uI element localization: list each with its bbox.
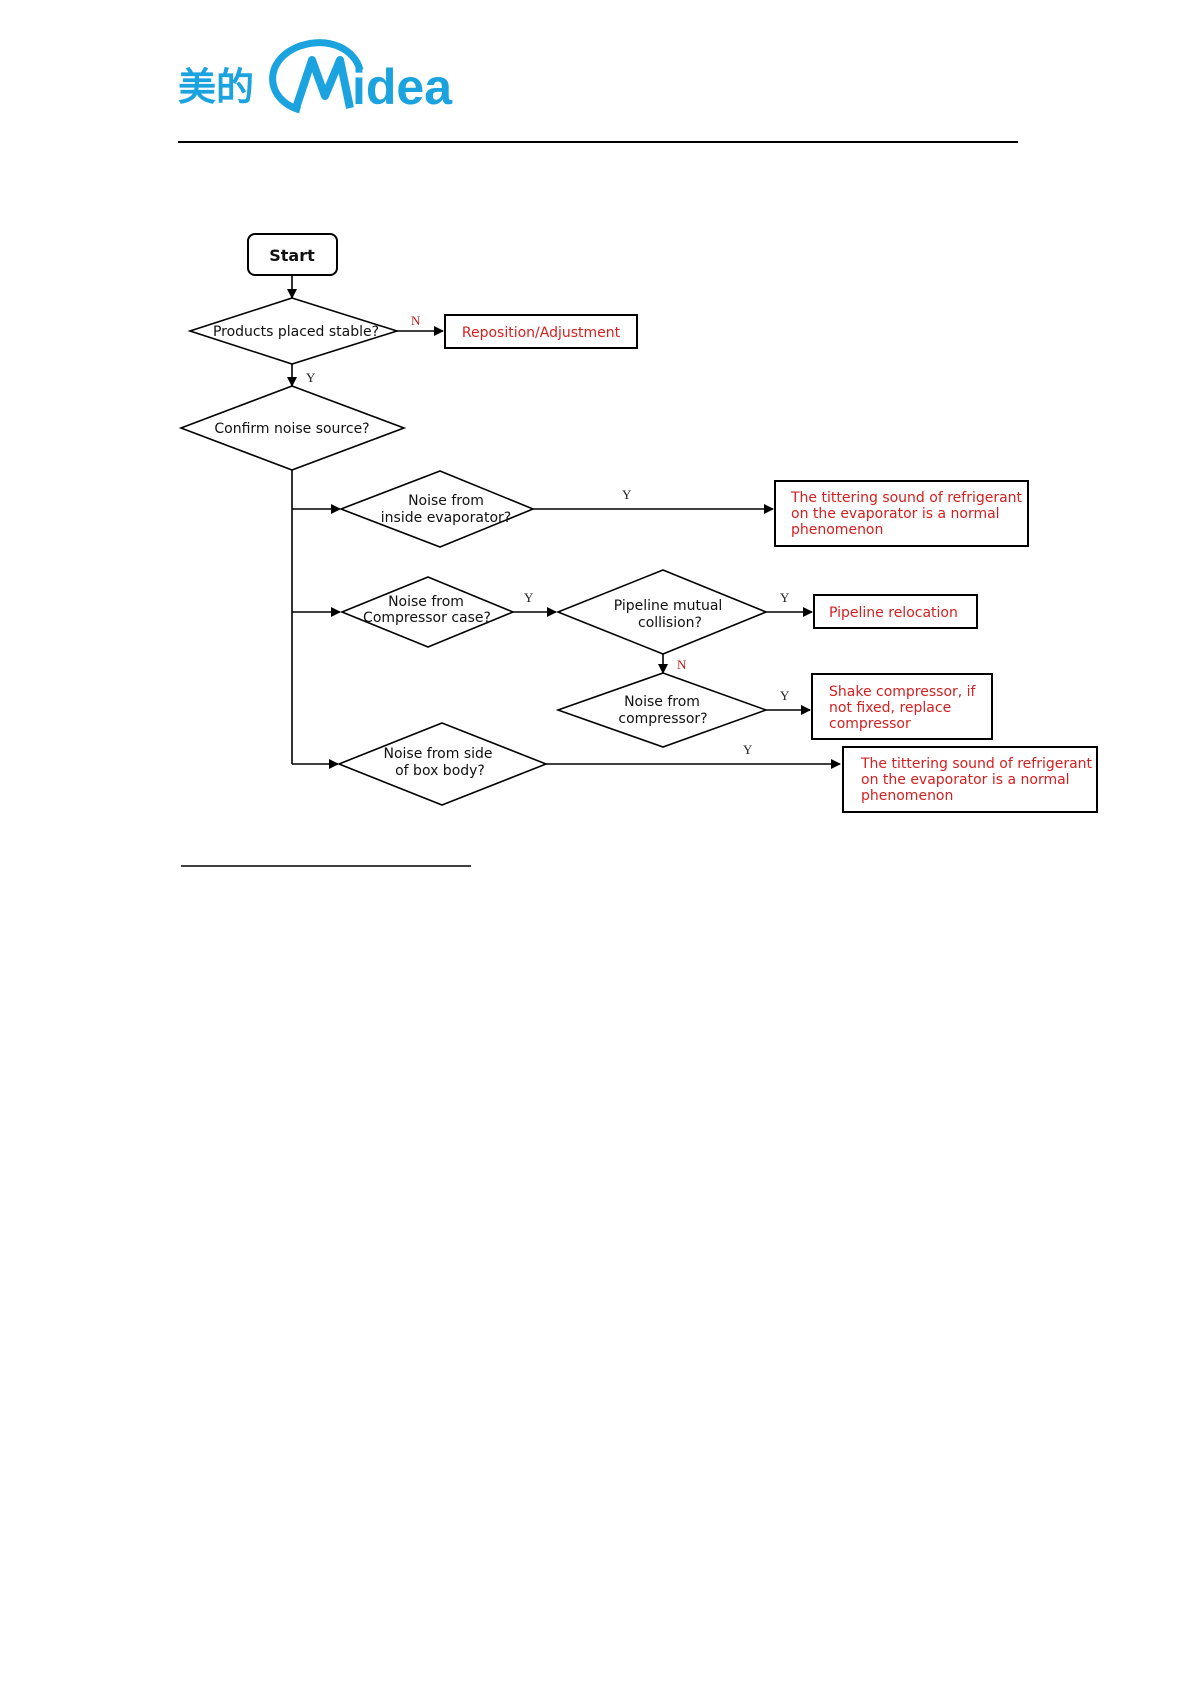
label-n-pipeline: N: [677, 657, 687, 672]
decision-pipeline-line1: Pipeline mutual: [614, 598, 723, 614]
result-box-normal: The tittering sound of refrigerant on th…: [842, 746, 1098, 813]
result-pipeline-relocation: Pipeline relocation: [813, 594, 978, 629]
result-pipeline-label: Pipeline relocation: [829, 605, 958, 621]
decision-confirm-source-label: Confirm noise source?: [214, 421, 369, 437]
decision-inside-evaporator-line2: inside evaporator?: [381, 510, 511, 526]
label-y-stable: Y: [306, 370, 316, 385]
result-evaporator-line1: The tittering sound of refrigerant: [790, 490, 1023, 506]
decision-noise-compressor: Noise from compressor?: [555, 672, 769, 748]
logo-chinese-text: 美的: [178, 65, 254, 109]
label-y-box: Y: [743, 742, 753, 757]
decision-compressor-case-line1: Noise from: [388, 594, 464, 610]
result-box-line2: on the evaporator is a normal: [861, 772, 1070, 788]
decision-noise-compressor-line2: compressor?: [618, 711, 707, 727]
decision-compressor-case: Noise from Compressor case?: [339, 576, 516, 648]
decision-products-stable: Products placed stable?: [187, 297, 400, 365]
result-evaporator-normal: The tittering sound of refrigerant on th…: [774, 480, 1029, 547]
decision-compressor-case-line2: Compressor case?: [363, 610, 491, 626]
result-evaporator-line2: on the evaporator is a normal: [791, 506, 1000, 522]
result-reposition: Reposition/Adjustment: [444, 314, 638, 349]
result-box-line3: phenomenon: [861, 788, 953, 804]
start-node: Start: [247, 233, 338, 276]
decision-products-stable-label: Products placed stable?: [213, 324, 379, 340]
decision-noise-compressor-line1: Noise from: [624, 694, 700, 710]
logo-m-mark: [269, 39, 364, 114]
decision-confirm-source: Confirm noise source?: [178, 385, 407, 471]
result-reposition-label: Reposition/Adjustment: [462, 325, 621, 341]
decision-pipeline-line2: collision?: [638, 615, 702, 631]
midea-logo: 美的 idea: [178, 39, 453, 115]
label-n-stable: N: [411, 313, 421, 328]
result-shake-line1: Shake compressor, if: [829, 684, 977, 700]
result-evaporator-line3: phenomenon: [791, 522, 883, 538]
decision-inside-evaporator-line1: Noise from: [408, 493, 484, 509]
decision-inside-evaporator: Noise from inside evaporator?: [338, 470, 536, 548]
result-shake-line2: not fixed, replace: [829, 700, 951, 716]
result-shake-compressor: Shake compressor, if not fixed, replace …: [811, 673, 993, 740]
decision-box-body-line1: Noise from side: [384, 746, 493, 762]
start-label: Start: [269, 246, 315, 265]
label-y-evaporator: Y: [622, 487, 632, 502]
result-box-line1: The tittering sound of refrigerant: [860, 756, 1093, 772]
result-shake-line3: compressor: [829, 716, 911, 732]
label-y-compressor-case: Y: [524, 590, 534, 605]
decision-box-body: Noise from side of box body?: [336, 722, 549, 806]
decision-box-body-line2: of box body?: [395, 763, 485, 779]
decision-pipeline-collision: Pipeline mutual collision?: [555, 569, 769, 655]
label-y-compressor: Y: [780, 688, 790, 703]
logo-english-text: idea: [352, 59, 453, 115]
label-y-pipeline: Y: [780, 590, 790, 605]
